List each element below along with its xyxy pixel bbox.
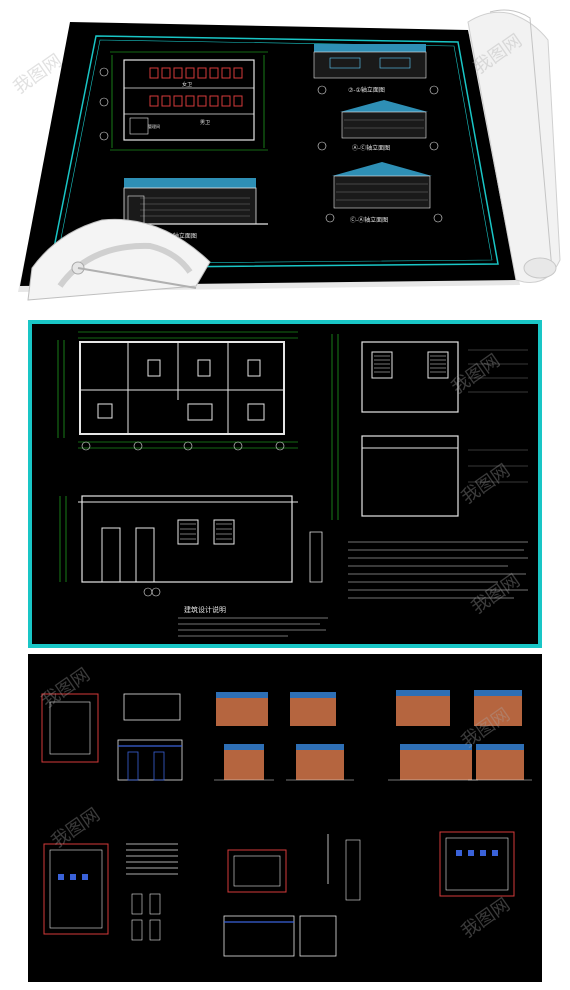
collage-elevation-row-2 [214,744,532,781]
collage-plan-group-1 [41,693,183,781]
rolled-paper-illustration [467,9,561,284]
collage-plan-group-3 [223,834,361,957]
plan-room-label-1: 女卫 [182,81,192,88]
detailed-front-elevation [59,495,323,597]
middle-drawing-sheet: 建筑设计说明 我图网 我图网 我图网 [28,320,542,648]
top-drawing-sheet: 女卫 男卫 管理间 ①-⑦轴立面图 ⑦-①轴立面图 [0,0,570,310]
cad-sheet-frame [49,35,499,269]
top-sheet-illustration: 女卫 男卫 管理间 ①-⑦轴立面图 ⑦-①轴立面图 [18,9,561,301]
notes-title: 建筑设计说明 [184,605,226,614]
plan-room-label-2: 男卫 [200,120,210,126]
detailed-floor-plan [57,331,298,451]
plan-room-label-3: 管理间 [148,123,160,129]
middle-sheet-illustration: 建筑设计说明 [32,324,538,644]
collage-elevation-row-1 [216,690,522,726]
elevation-1-title: ①-⑦轴立面图 [160,232,197,240]
elevation-4-title: Ⓒ-Ⓐ轴立面图 [350,216,388,224]
elevation-2-title: ⑦-①轴立面图 [348,86,385,94]
bottom-collage-illustration [41,690,532,957]
collage-plan-group-4 [439,831,515,897]
bottom-drawing-collage: 我图网 我图网 我图网 我图网 [28,654,542,982]
detailed-side-elevation [331,334,528,520]
protractor-illustration [27,218,211,301]
design-notes-block: 建筑设计说明 [178,541,528,637]
floor-plan-drawing: 女卫 男卫 管理间 [99,51,268,151]
elevation-3-title: Ⓐ-Ⓒ轴立面图 [352,144,390,152]
elevation-side-drawings: ⑦-①轴立面图 Ⓐ-Ⓒ轴立面图 Ⓒ-Ⓐ轴立面图 [313,44,443,224]
collage-plan-group-2 [43,843,178,941]
